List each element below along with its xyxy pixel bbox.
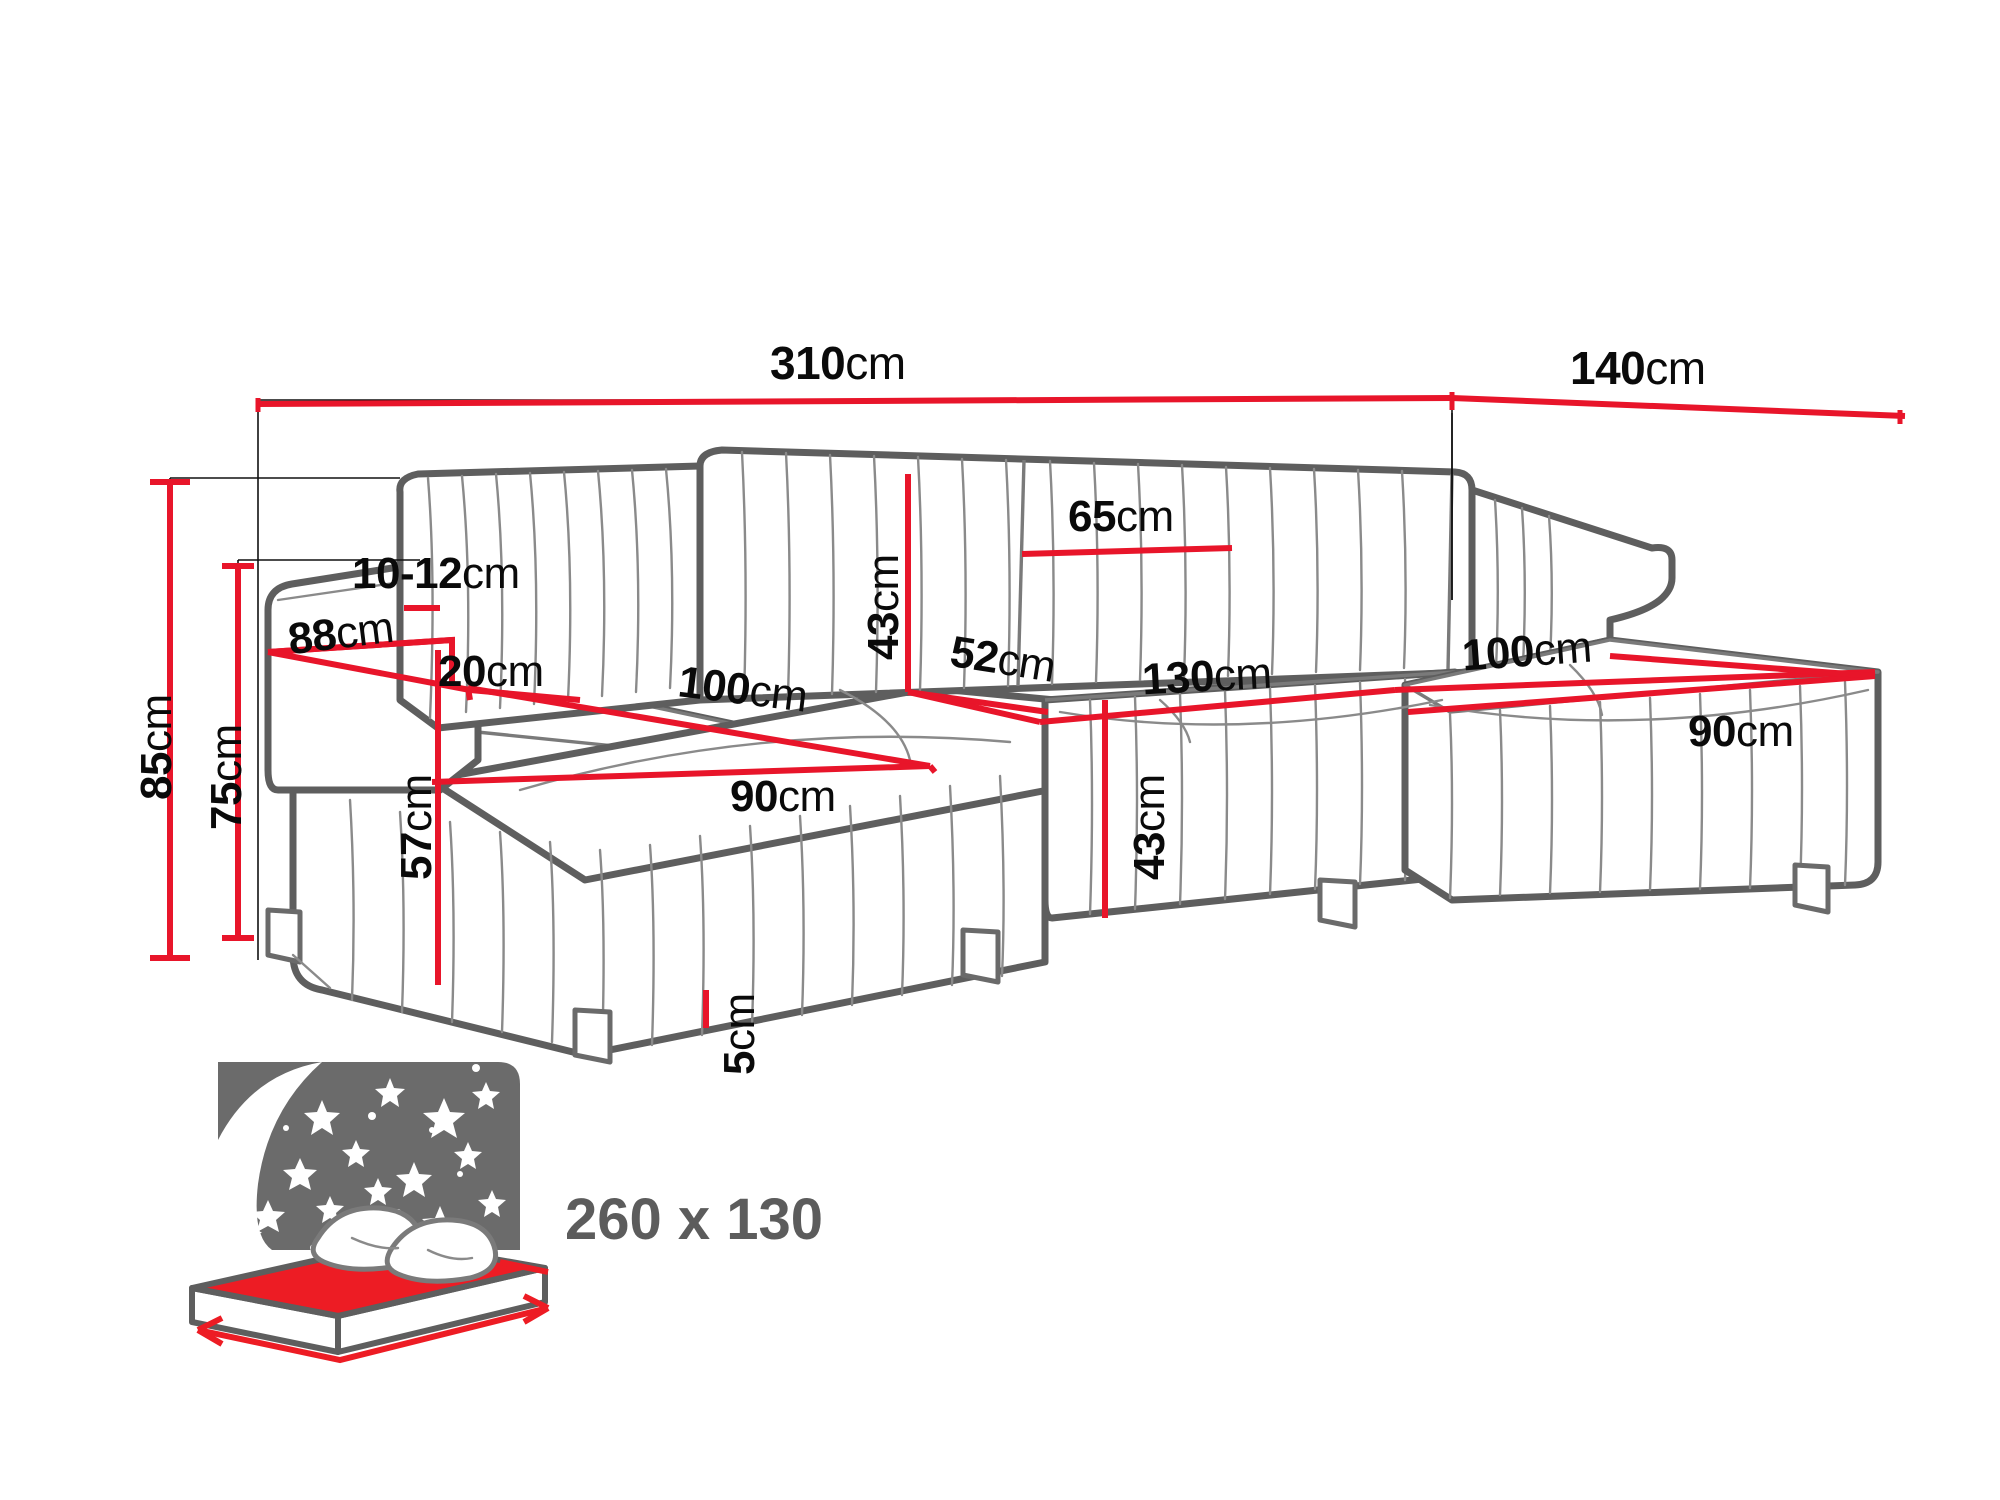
- pillow-right: [384, 1217, 498, 1284]
- dim-line-100-left: [467, 685, 931, 769]
- dim-label-65: 65cm: [1068, 492, 1174, 541]
- dim-line-140: [1451, 395, 1906, 419]
- dim-label-10-12: 10-12cm: [352, 549, 520, 598]
- dim-line-100-right: [1394, 669, 1876, 693]
- dim-label-140: 140cm: [1570, 342, 1706, 394]
- dim-label-20: 20cm: [438, 647, 544, 696]
- dim-label-90-left: 90cm: [730, 772, 836, 821]
- dim-label-90-right: 90cm: [1688, 707, 1794, 756]
- dim-label-310: 310cm: [770, 337, 906, 389]
- bed-size-label: 260 x 130: [565, 1187, 824, 1252]
- dim-line-90-left: [431, 763, 931, 785]
- dim-line-130: [1039, 687, 1396, 725]
- dim-line-310: [257, 395, 1453, 407]
- dim-line-90-right: [1609, 653, 1876, 679]
- dim-line-65: [1021, 545, 1233, 557]
- dim-line-52: [907, 689, 1041, 725]
- bed-dimension-arrows: [196, 1259, 550, 1364]
- moon-icon: [218, 1062, 322, 1250]
